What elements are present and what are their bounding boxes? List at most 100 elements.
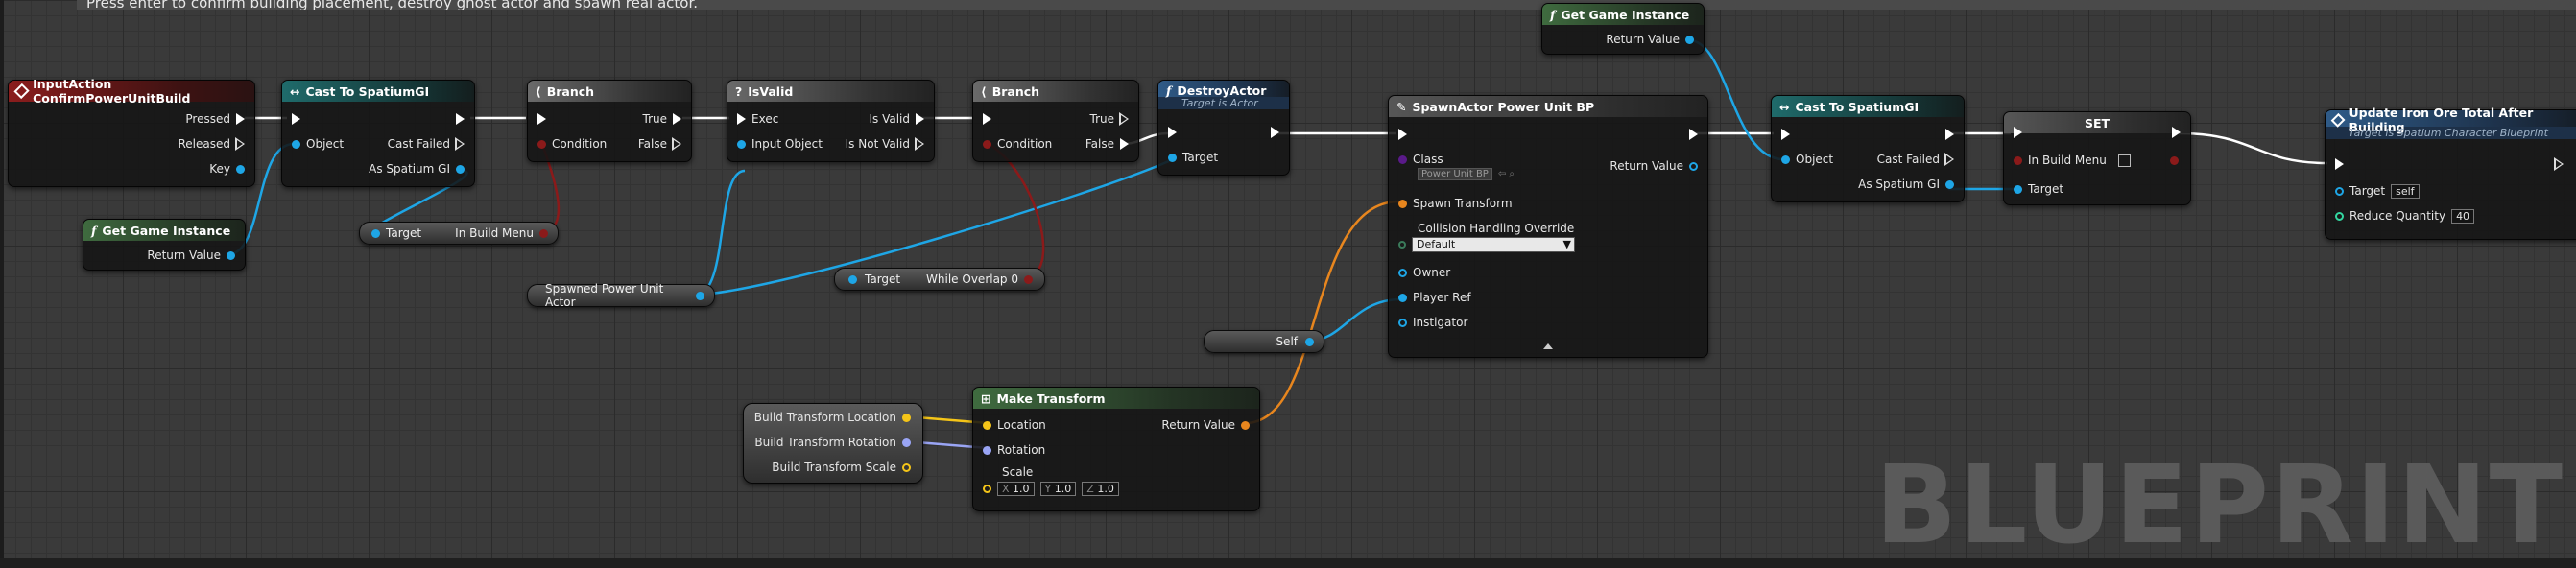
- exec-out-row[interactable]: [2554, 156, 2564, 172]
- object-pin[interactable]: [1398, 268, 1407, 277]
- rotator-pin[interactable]: [902, 438, 911, 447]
- reduce-quantity-field[interactable]: 40: [2451, 208, 2475, 224]
- struct-pin[interactable]: [236, 164, 245, 174]
- bool-pin[interactable]: [539, 228, 548, 238]
- exec-out-pin[interactable]: [2172, 127, 2181, 138]
- object-pin[interactable]: [1945, 179, 1954, 189]
- exec-in-row[interactable]: [1168, 125, 1177, 140]
- scale-y-field[interactable]: Y 1.0: [1039, 481, 1077, 496]
- rotator-pin[interactable]: [983, 445, 991, 455]
- vector-pin[interactable]: [983, 484, 991, 493]
- in-build-menu-getter[interactable]: Target In Build Menu: [359, 222, 559, 245]
- exec-in-row[interactable]: [983, 111, 991, 127]
- exec-in-pin[interactable]: [983, 113, 991, 125]
- build-transform-vars-node[interactable]: Build Transform Location Build Transform…: [743, 403, 923, 484]
- released-pin-row[interactable]: Released: [178, 136, 245, 152]
- exec-in-pin[interactable]: [2014, 127, 2022, 138]
- in-build-menu-row[interactable]: In Build Menu: [2014, 153, 2131, 168]
- checkbox[interactable]: [2117, 154, 2131, 167]
- object-pin[interactable]: [1689, 161, 1698, 171]
- class-pin[interactable]: [1398, 154, 1407, 164]
- false-row[interactable]: False: [1085, 136, 1129, 152]
- target-row[interactable]: Target: [1168, 150, 1218, 165]
- bool-pin[interactable]: [983, 139, 991, 149]
- enum-pin[interactable]: [1398, 241, 1406, 248]
- exec-out-row[interactable]: [1945, 127, 1954, 142]
- exec-out-pin[interactable]: [456, 113, 465, 125]
- exec-in-pin[interactable]: [292, 113, 300, 125]
- branch-node[interactable]: ⟨ Branch True Condition False: [527, 80, 692, 162]
- object-pin[interactable]: [2335, 186, 2344, 196]
- comment-box-header[interactable]: Press enter to confirm building placemen…: [77, 0, 2576, 10]
- true-row[interactable]: True: [643, 111, 681, 127]
- exec-in-row[interactable]: [292, 111, 300, 127]
- object-pin[interactable]: [737, 139, 746, 149]
- exec-in-pin[interactable]: [1398, 129, 1407, 140]
- object-pin-row[interactable]: Object: [1781, 152, 1833, 167]
- object-pin[interactable]: [1398, 293, 1407, 302]
- return-value-row[interactable]: Return Value: [1610, 158, 1698, 174]
- target-row[interactable]: Target: [2014, 181, 2063, 197]
- exec-out-row[interactable]: [2172, 125, 2181, 140]
- false-row[interactable]: False: [638, 136, 681, 152]
- condition-row[interactable]: Condition: [983, 136, 1052, 152]
- cast-to-spatiumgi-node-2[interactable]: ↔ Cast To SpatiumGI Object Cast Failed A…: [1771, 95, 1965, 202]
- spawned-power-unit-actor-var[interactable]: Spawned Power Unit Actor: [527, 282, 715, 309]
- collision-row[interactable]: Default▼: [1398, 237, 1575, 252]
- object-pin[interactable]: [371, 228, 380, 238]
- transform-pin[interactable]: [1241, 420, 1250, 430]
- scale-z-field[interactable]: Z 1.0: [1082, 481, 1119, 496]
- bool-pin[interactable]: [2014, 155, 2022, 165]
- as-spatium-gi-row[interactable]: As Spatium GI: [369, 161, 465, 177]
- player-ref-row[interactable]: Player Ref: [1398, 290, 1471, 305]
- scale-row[interactable]: X 1.0 Y 1.0 Z 1.0: [983, 481, 1119, 496]
- bool-pin[interactable]: [1024, 274, 1033, 284]
- while-overlap-getter[interactable]: Target While Overlap 0: [834, 268, 1045, 291]
- is-valid-row[interactable]: Is Valid: [869, 111, 924, 127]
- exec-in-row[interactable]: Exec: [737, 111, 778, 127]
- spawn-actor-node[interactable]: ✎ SpawnActor Power Unit BP Class Power U…: [1388, 95, 1708, 358]
- exec-in-pin[interactable]: [1168, 127, 1177, 138]
- exec-out-pin[interactable]: [673, 113, 681, 125]
- exec-in-row[interactable]: [537, 111, 546, 127]
- cast-failed-row[interactable]: Cast Failed: [388, 136, 465, 152]
- exec-out-pin[interactable]: [2554, 157, 2564, 171]
- exec-in-row[interactable]: [2335, 156, 2344, 172]
- isvalid-node[interactable]: ? IsValid Exec Is Valid Input Object Is …: [727, 80, 935, 162]
- condition-row[interactable]: Condition: [537, 136, 607, 152]
- exec-out-pin[interactable]: [1689, 129, 1698, 140]
- object-pin[interactable]: [227, 250, 235, 260]
- bool-pin[interactable]: [537, 139, 546, 149]
- cast-to-spatiumgi-node[interactable]: ↔ Cast To SpatiumGI Object Cast Failed A…: [281, 80, 475, 187]
- bool-pin[interactable]: [2170, 155, 2179, 165]
- bool-out-row[interactable]: [2170, 153, 2179, 168]
- get-game-instance-node[interactable]: f Get Game Instance Return Value: [83, 219, 246, 271]
- make-transform-node[interactable]: ⊞ Make Transform Location Return Value R…: [972, 387, 1260, 511]
- browse-icon[interactable]: ⇦ ⌕: [1497, 168, 1515, 179]
- expand-arrow-icon[interactable]: [1543, 343, 1553, 349]
- object-pin[interactable]: [292, 139, 300, 149]
- location-row[interactable]: Location: [983, 417, 1046, 433]
- scale-x-field[interactable]: X 1.0: [997, 481, 1035, 496]
- build-transform-location-row[interactable]: Build Transform Location: [754, 410, 911, 425]
- exec-out-row[interactable]: [1271, 125, 1279, 140]
- owner-row[interactable]: Owner: [1398, 265, 1450, 280]
- exec-in-row[interactable]: [2014, 125, 2022, 140]
- true-row[interactable]: True: [1090, 111, 1129, 127]
- self-node[interactable]: Self: [1204, 330, 1324, 353]
- return-value-row[interactable]: Return Value: [147, 248, 235, 263]
- class-value-row[interactable]: Power Unit BP⇦ ⌕: [1418, 166, 1515, 181]
- exec-out-row[interactable]: [456, 111, 465, 127]
- exec-in-row[interactable]: [1781, 127, 1790, 142]
- object-pin[interactable]: [1781, 154, 1790, 164]
- exec-out-pin[interactable]: [236, 113, 245, 125]
- branch-node-2[interactable]: ⟨ Branch True Condition False: [972, 80, 1139, 162]
- exec-out-pin[interactable]: [915, 137, 924, 151]
- as-spatium-gi-row[interactable]: As Spatium GI: [1858, 177, 1954, 192]
- input-object-row[interactable]: Input Object: [737, 136, 823, 152]
- object-pin-row[interactable]: Object: [292, 136, 344, 152]
- object-pin[interactable]: [696, 291, 704, 300]
- vector-pin[interactable]: [983, 420, 991, 430]
